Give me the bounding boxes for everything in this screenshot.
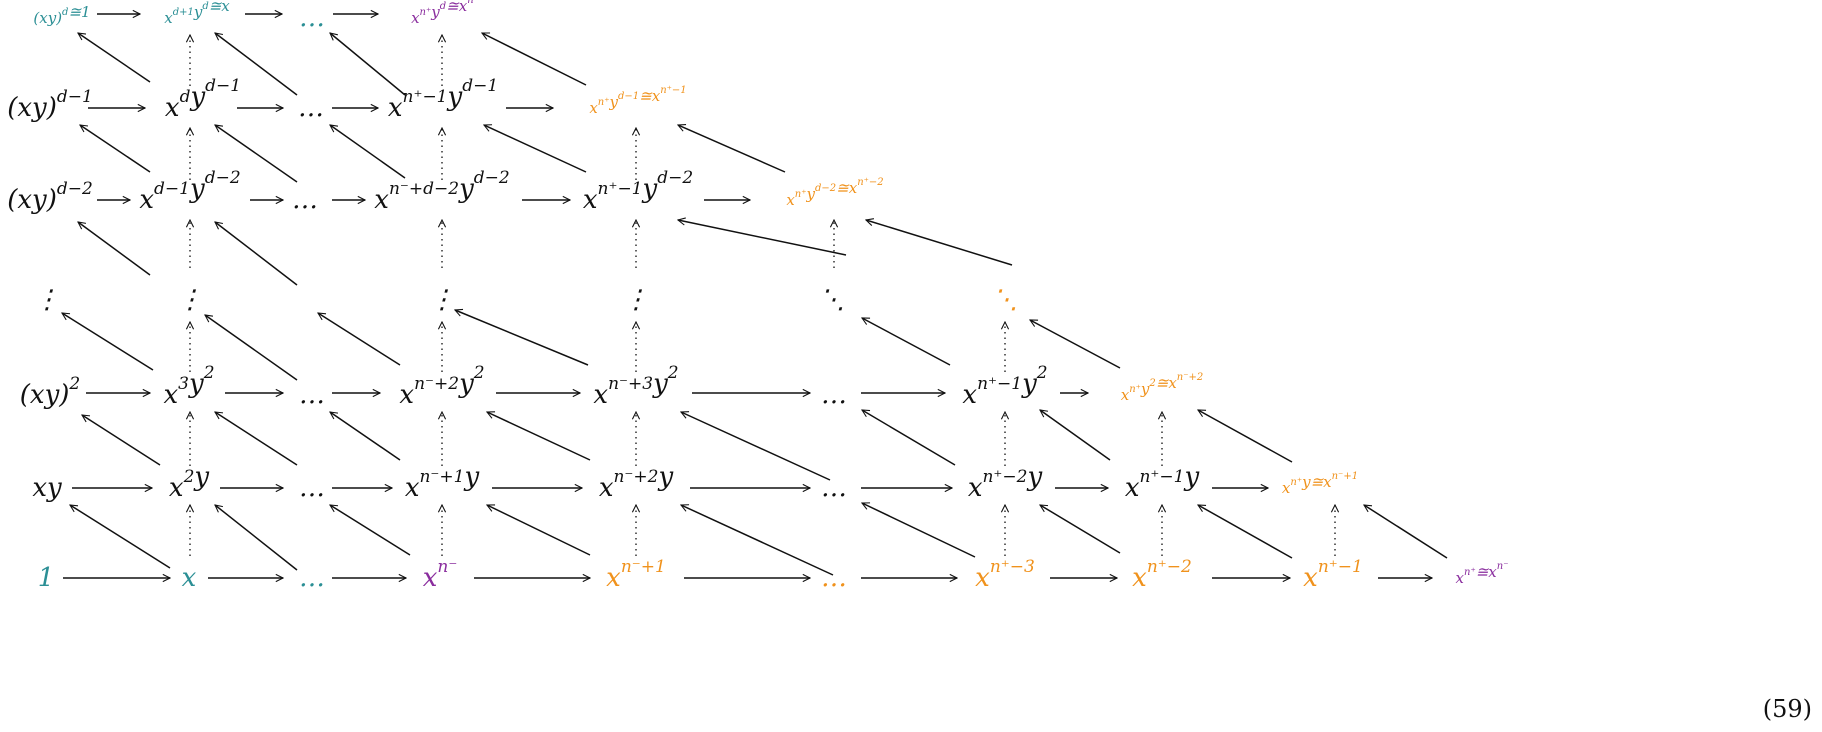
node-e8: xn⁺y2≅xn⁻+2 bbox=[1121, 372, 1204, 405]
node-b4: xn⁺−1yd−1 bbox=[388, 76, 498, 123]
node-e6: … bbox=[821, 380, 847, 410]
arrow-60 bbox=[862, 409, 956, 466]
node-g10: xn⁺≅xn⁻ bbox=[1456, 561, 1509, 588]
arrow-59 bbox=[681, 412, 831, 481]
arrow-56 bbox=[215, 412, 298, 466]
arrow-38 bbox=[330, 33, 406, 96]
arrow-68 bbox=[862, 503, 976, 558]
node-g4: xn⁻ bbox=[423, 557, 458, 593]
node-c4: xn⁻+d−2yd−2 bbox=[374, 168, 509, 215]
arrow-70 bbox=[1198, 504, 1293, 559]
node-e2: x3y2 bbox=[163, 363, 214, 410]
labels-layer: (xy)d≅1 xd+1yd≅x … xn⁺yd≅xn⁻ (xy)d−1 xdyd−1 … x… bbox=[7, 0, 1508, 593]
arrow-47 bbox=[678, 220, 847, 256]
arrow-62 bbox=[1198, 409, 1293, 463]
node-g3: … bbox=[299, 563, 325, 593]
arrow-55 bbox=[82, 415, 161, 466]
arrow-50 bbox=[205, 315, 298, 381]
node-g7: xn⁺−3 bbox=[975, 557, 1035, 593]
node-d7: ⋱ bbox=[992, 285, 1018, 315]
arrow-69 bbox=[1040, 504, 1121, 554]
node-f6: … bbox=[821, 473, 847, 503]
arrow-65 bbox=[330, 505, 411, 556]
node-a2: xd+1yd≅x bbox=[164, 0, 230, 27]
arrows-layer bbox=[62, 14, 1448, 578]
node-e1: (xy)2 bbox=[20, 374, 80, 410]
node-e4: xn⁻+2y2 bbox=[399, 363, 484, 410]
arrow-42 bbox=[330, 125, 406, 179]
arrow-48 bbox=[866, 220, 1013, 266]
node-f8: xn⁺−1y bbox=[1125, 462, 1200, 503]
node-a3: … bbox=[299, 3, 325, 33]
arrow-43 bbox=[484, 125, 587, 173]
arrow-63 bbox=[70, 505, 171, 569]
arrow-44 bbox=[678, 125, 786, 173]
node-d2: ⋮ bbox=[177, 285, 203, 315]
node-f1: xy bbox=[32, 473, 62, 503]
arrow-45 bbox=[78, 222, 151, 276]
node-c5: xn⁺−1yd−2 bbox=[583, 168, 693, 215]
node-f2: x2y bbox=[169, 462, 210, 503]
arrow-46 bbox=[215, 222, 298, 286]
arrow-37 bbox=[215, 33, 298, 96]
arrow-53 bbox=[862, 317, 951, 366]
node-b5: xn⁺yd−1≅xn⁺−1 bbox=[589, 85, 686, 118]
node-d5: ⋮ bbox=[623, 285, 649, 315]
node-g1: 1 bbox=[38, 563, 55, 593]
arrow-61 bbox=[1040, 410, 1111, 461]
arrow-51 bbox=[318, 313, 401, 366]
node-a1: (xy)d≅1 bbox=[33, 3, 90, 27]
node-g6: … bbox=[821, 563, 847, 593]
node-g8: xn⁺−2 bbox=[1132, 557, 1192, 593]
node-g9: xn⁺−1 bbox=[1303, 557, 1363, 593]
node-c1: (xy)d−2 bbox=[7, 179, 93, 215]
arrow-57 bbox=[330, 412, 401, 461]
node-e3: … bbox=[299, 380, 325, 410]
node-b2: xdyd−1 bbox=[165, 76, 241, 123]
arrow-52 bbox=[455, 310, 589, 366]
arrow-71 bbox=[1364, 505, 1448, 559]
node-f5: xn⁻+2y bbox=[599, 462, 674, 503]
arrow-40 bbox=[80, 125, 151, 173]
node-g2: x bbox=[182, 563, 197, 593]
node-c3: … bbox=[292, 185, 318, 215]
node-f4: xn⁻+1y bbox=[405, 462, 480, 503]
arrow-64 bbox=[215, 505, 298, 571]
node-g5: xn⁻+1 bbox=[606, 557, 666, 593]
arrow-39 bbox=[482, 32, 587, 86]
arrow-66 bbox=[487, 504, 591, 556]
node-a4: xn⁺yd≅xn⁻ bbox=[411, 0, 479, 27]
node-e5: xn⁻+3y2 bbox=[593, 363, 678, 410]
node-c6: xn⁺yd−2≅xn⁺−2 bbox=[786, 177, 883, 210]
arrow-41 bbox=[215, 125, 298, 183]
equation-number: (59) bbox=[1763, 695, 1812, 723]
node-d4: ⋮ bbox=[429, 285, 455, 315]
arrow-49 bbox=[62, 313, 154, 371]
node-b1: (xy)d−1 bbox=[7, 87, 93, 123]
node-f9: xn⁺y≅xn⁻+1 bbox=[1282, 471, 1358, 498]
node-c2: xd−1yd−2 bbox=[139, 168, 240, 215]
node-d1: ⋮ bbox=[34, 285, 60, 315]
arrow-67 bbox=[681, 505, 834, 576]
node-d6: ⋱ bbox=[819, 285, 845, 315]
arrow-58 bbox=[487, 412, 591, 461]
node-b3: … bbox=[298, 93, 324, 123]
arrow-36 bbox=[78, 33, 151, 83]
node-f3: … bbox=[299, 473, 325, 503]
arrow-54 bbox=[1030, 319, 1121, 369]
node-f7: xn⁺−2y bbox=[968, 462, 1043, 503]
node-e7: xn⁺−1y2 bbox=[962, 363, 1047, 410]
